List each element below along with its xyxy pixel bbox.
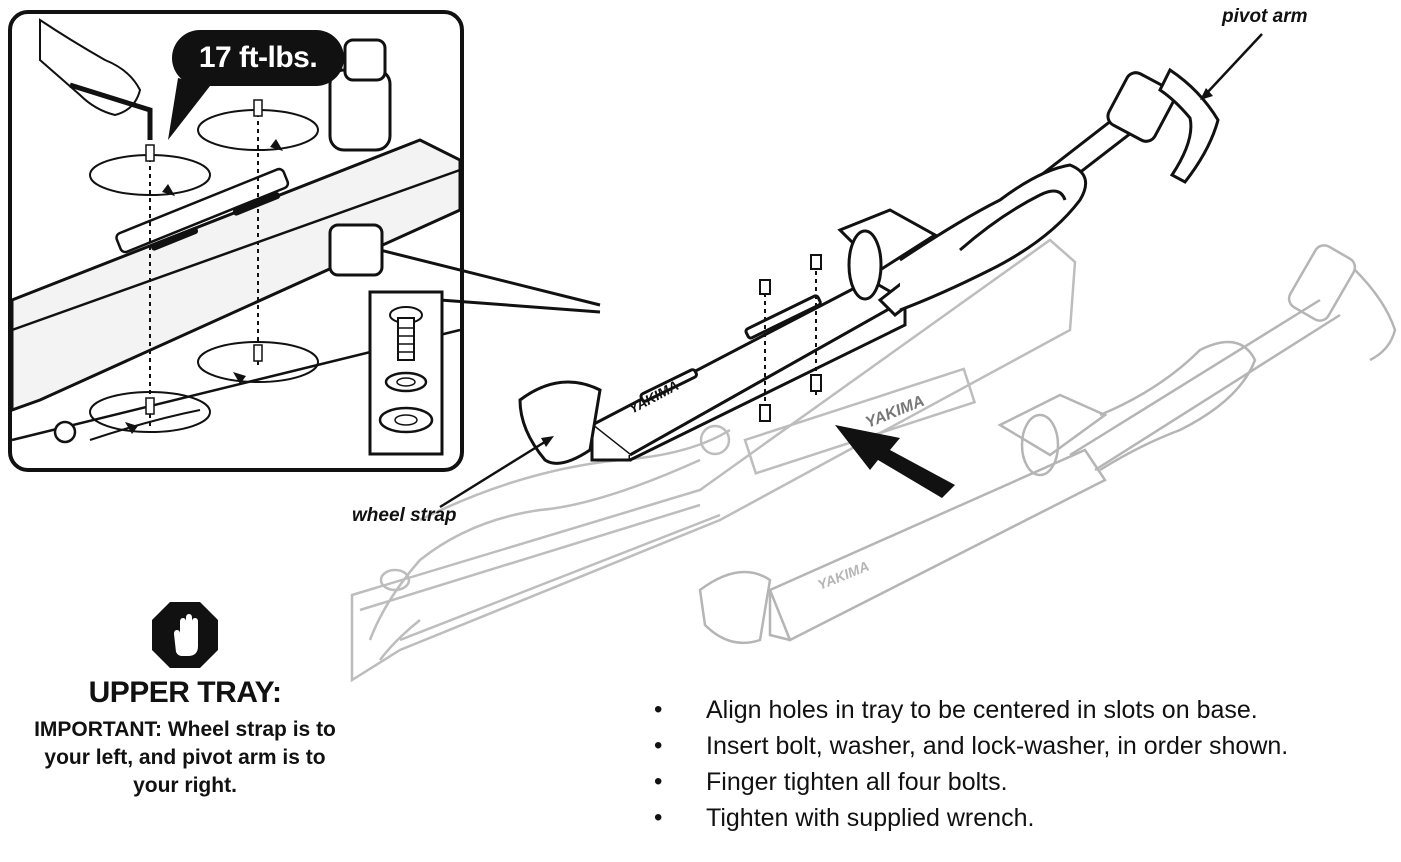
wheel-strap-pointer-head [541, 436, 554, 447]
instruction-list: Align holes in tray to be centered in sl… [648, 692, 1288, 836]
instruction-item: Insert bolt, washer, and lock-washer, in… [648, 728, 1288, 764]
wheel-strap-label: wheel strap [352, 505, 457, 526]
hardware-detail [368, 290, 444, 456]
pivot-arm-pointer [1204, 33, 1263, 96]
instruction-item: Finger tighten all four bolts. [648, 764, 1288, 800]
instruction-item: Align holes in tray to be centered in sl… [648, 692, 1288, 728]
tray-bolts [759, 254, 822, 422]
wheel-strap-pointer [439, 438, 549, 509]
detail-inset [8, 10, 601, 472]
upper-tray: YAKIMA YAKIMA [518, 67, 1220, 465]
warning-text: IMPORTANT: Wheel strap is to your left, … [34, 718, 336, 797]
svg-text:YAKIMA: YAKIMA [815, 558, 871, 593]
lower-tray-faded [350, 238, 1077, 683]
instruction-item: Tighten with supplied wrench. [648, 800, 1288, 836]
pivot-arm-pointer-head [1200, 88, 1213, 100]
insert-direction-arrow [835, 425, 955, 498]
torque-callout: 17 ft-lbs. [172, 30, 344, 86]
warning-title: UPPER TRAY: [88, 676, 282, 709]
pivot-arm-label: pivot arm [1222, 6, 1308, 27]
stop-hand-icon [152, 602, 218, 668]
hand-with-hex-key [39, 18, 153, 140]
warning-note: UPPER TRAY: IMPORTANT: Wheel strap is to… [10, 600, 360, 800]
